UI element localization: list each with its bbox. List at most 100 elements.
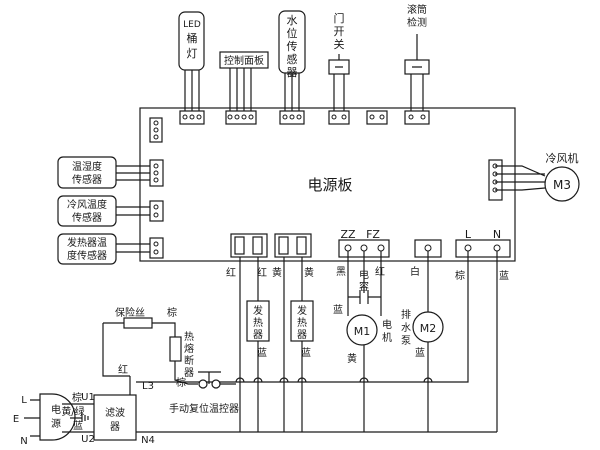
plug-c1: 电 — [51, 403, 61, 416]
wire-label-red-1: 红 — [226, 266, 236, 279]
drum-detect-wires — [410, 74, 424, 113]
fuse-label: 保险丝 — [115, 306, 145, 319]
heater-2-blue: 蓝 — [301, 347, 311, 359]
wire-crossings — [235, 377, 433, 383]
wire-label-blue: 蓝 — [499, 270, 509, 282]
led-light-label-2: 桶 — [187, 31, 198, 45]
terminal-l: L — [465, 228, 472, 241]
thermostat-right — [211, 379, 221, 389]
filter — [93, 394, 137, 441]
filter-u2: U2 — [81, 434, 95, 445]
capacitor-char-2: 容 — [359, 280, 369, 293]
filter-c2: 器 — [110, 421, 120, 433]
plug-pins — [24, 399, 40, 437]
main-motor — [346, 314, 378, 346]
heater-1-c2: 热 — [253, 316, 263, 329]
top-connectors — [149, 110, 430, 143]
filter-n4: N4 — [141, 435, 155, 446]
door-switch-contact — [335, 54, 343, 68]
thermal-fuse-c3: 断 — [184, 354, 194, 367]
humidity-temp-line-2: 传感器 — [72, 173, 102, 186]
wire-label-black: 黑 — [336, 266, 346, 278]
pump-blue: 蓝 — [415, 347, 425, 359]
heater-1 — [246, 300, 270, 342]
fan-motor-label: 冷风机 — [546, 151, 579, 165]
drum-detect-line-1: 滚筒 — [407, 3, 427, 16]
capacitor-char-1: 电 — [359, 268, 369, 281]
thermostat-label: 手动复位温控器 — [169, 402, 239, 415]
led-light-wires — [184, 70, 200, 113]
door-switch-char-2: 开 — [334, 25, 345, 38]
humidity-temp-line-1: 温湿度 — [72, 160, 102, 173]
heater-1-c1: 发 — [253, 304, 263, 317]
water-level-char-2: 位 — [287, 26, 298, 40]
main-motor-c2: 机 — [382, 331, 392, 344]
thermal-fuse-wire — [174, 361, 198, 385]
plug-yellow-green: 黄/绿 — [61, 405, 84, 418]
wire-label-red-3: 红 — [375, 265, 385, 278]
cool-air-temp-line-1: 冷风温度 — [67, 198, 107, 211]
plug-c2: 源 — [51, 417, 61, 430]
thermostat-left — [198, 379, 208, 389]
fuse-brown: 棕 — [167, 306, 177, 319]
thermal-fuse-brown: 棕 — [176, 376, 186, 389]
cool-air-temp-line-2: 传感器 — [72, 211, 102, 224]
drain-pump — [412, 311, 444, 343]
led-light-label-3: 灯 — [187, 47, 198, 60]
thermal-fuse — [169, 336, 182, 362]
filter-wires — [129, 376, 155, 433]
led-light-label-1: LED — [183, 20, 201, 30]
drain-pump-c1: 排 — [401, 308, 411, 321]
heater-2 — [290, 300, 314, 342]
heater-temp-line-2: 度传感器 — [67, 249, 107, 262]
motor-wires — [347, 251, 382, 432]
heater-2-c2: 热 — [297, 316, 307, 329]
door-switch-char-1: 门 — [334, 11, 345, 25]
plug-pin-n: N — [20, 436, 27, 447]
main-motor-c1: 电 — [382, 318, 392, 331]
drain-pump-c2: 水 — [401, 322, 411, 334]
fuse-wires — [102, 322, 176, 377]
plug — [39, 393, 76, 441]
fan-wires — [495, 165, 546, 191]
plug-pin-l: L — [21, 395, 27, 406]
m1-blue: 蓝 — [333, 304, 343, 316]
terminal-fz: FZ — [366, 228, 380, 241]
water-level-char-1: 水 — [287, 14, 298, 27]
heater-temp-line-1: 发热器温 — [67, 236, 107, 249]
thermal-fuse-c4: 器 — [184, 367, 194, 379]
main-motor-id: M1 — [354, 325, 371, 338]
control-panel-label: 控制面板 — [224, 54, 264, 67]
water-level-char-3: 传 — [287, 40, 298, 53]
wire-label-white: 白 — [410, 265, 420, 278]
heater-temp-box — [57, 233, 117, 265]
thermal-fuse-c1: 热 — [184, 330, 194, 343]
wire-label-red-2: 红 — [257, 266, 267, 279]
heater-wires — [239, 257, 303, 432]
water-level-char-4: 感 — [287, 53, 298, 66]
heater-2-c1: 发 — [297, 304, 307, 317]
plug-pin-e: E — [13, 414, 19, 425]
drum-detect-contact — [412, 34, 422, 68]
cool-air-temp-box — [57, 195, 117, 227]
terminal-zz: ZZ — [340, 228, 356, 241]
fan-motor — [544, 166, 580, 202]
plug-brown: 棕 — [72, 391, 82, 404]
filter-l3: L3 — [142, 381, 154, 392]
door-switch-wires — [333, 74, 345, 113]
wire-label-brown: 棕 — [455, 269, 465, 282]
fuse-red: 红 — [118, 363, 128, 376]
humidity-temp-wires — [116, 165, 156, 181]
heater-2-c3: 器 — [297, 329, 307, 341]
thermostat-contact — [198, 371, 236, 385]
filter-c1: 滤波 — [105, 406, 125, 419]
fuse — [123, 317, 153, 329]
drain-pump-id: M2 — [420, 322, 437, 335]
wire-label-yellow-1: 黄 — [272, 266, 282, 279]
water-level-wires — [284, 73, 300, 113]
filter-u1: U1 — [81, 392, 95, 403]
drum-detect-line-2: 检测 — [407, 16, 427, 29]
plug-to-filter — [62, 403, 94, 433]
power-board — [139, 107, 516, 262]
